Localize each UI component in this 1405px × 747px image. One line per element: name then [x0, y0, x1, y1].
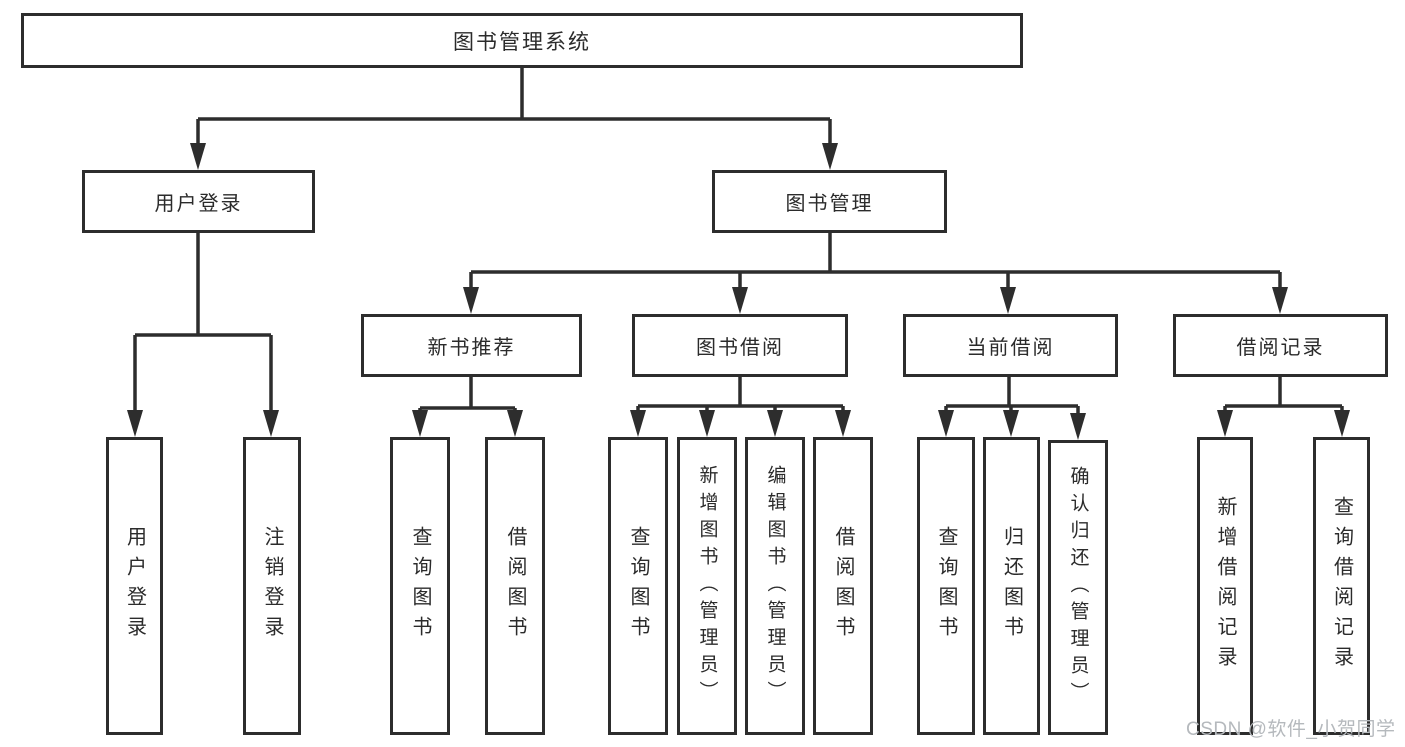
node-label: 借阅图书: [832, 526, 854, 646]
node-label: 查询借阅记录: [1330, 496, 1353, 676]
node-user-login: 用户登录: [82, 170, 315, 233]
leaf-logout: 注销登录: [243, 437, 301, 735]
node-book-management: 图书管理: [712, 170, 947, 233]
node-label: 查询图书: [935, 526, 957, 646]
arrow-down-icon: [507, 410, 523, 437]
arrow-down-icon: [1334, 410, 1350, 437]
node-label: 用户登录: [154, 193, 243, 215]
node-borrowing-records: 借阅记录: [1173, 314, 1388, 377]
node-label: 借阅记录: [1236, 337, 1325, 359]
arrow-down-icon: [835, 410, 851, 437]
arrow-down-icon: [127, 410, 143, 437]
arrow-down-icon: [630, 410, 646, 437]
leaf-query-borrow-record: 查询借阅记录: [1313, 437, 1370, 735]
node-label: 注销登录: [261, 526, 283, 646]
arrow-down-icon: [732, 287, 748, 314]
node-label: 图书管理系统: [453, 30, 591, 54]
node-library-management-system: 图书管理系统: [21, 13, 1023, 68]
node-label: 当前借阅: [966, 337, 1055, 359]
node-new-book-recommend: 新书推荐: [361, 314, 582, 377]
arrow-down-icon: [263, 410, 279, 437]
arrow-down-icon: [190, 143, 206, 170]
leaf-edit-books-admin: 编辑图书（管理员）: [745, 437, 805, 735]
arrow-down-icon: [938, 410, 954, 437]
leaf-borrow-books-2: 借阅图书: [813, 437, 873, 735]
node-label: 查询图书: [409, 526, 431, 646]
leaf-confirm-return-admin: 确认归还（管理员）: [1048, 440, 1108, 735]
node-label: 查询图书: [627, 526, 649, 646]
leaf-borrow-books-1: 借阅图书: [485, 437, 545, 735]
arrow-down-icon: [463, 287, 479, 314]
node-label: 新增图书（管理员）: [696, 464, 718, 708]
arrow-down-icon: [767, 410, 783, 437]
leaf-add-books-admin: 新增图书（管理员）: [677, 437, 737, 735]
leaf-query-books-3: 查询图书: [917, 437, 975, 735]
leaf-query-books-1: 查询图书: [390, 437, 450, 735]
leaf-user-login: 用户登录: [106, 437, 163, 735]
arrow-down-icon: [412, 410, 428, 437]
node-label: 归还图书: [1000, 526, 1023, 646]
leaf-query-books-2: 查询图书: [608, 437, 668, 735]
leaf-return-books: 归还图书: [983, 437, 1040, 735]
node-label: 借阅图书: [504, 526, 526, 646]
arrow-down-icon: [1070, 413, 1086, 440]
arrow-down-icon: [1000, 287, 1016, 314]
node-label: 用户登录: [123, 526, 146, 646]
node-label: 新书推荐: [427, 337, 516, 359]
arrow-down-icon: [1272, 287, 1288, 314]
arrow-down-icon: [699, 410, 715, 437]
arrow-down-icon: [822, 143, 838, 170]
node-current-borrowing: 当前借阅: [903, 314, 1118, 377]
node-book-borrowing: 图书借阅: [632, 314, 848, 377]
node-label: 图书借阅: [696, 337, 784, 359]
node-label: 新增借阅记录: [1214, 496, 1236, 676]
arrow-down-icon: [1217, 410, 1233, 437]
leaf-add-borrow-record: 新增借阅记录: [1197, 437, 1253, 735]
node-label: 确认归还（管理员）: [1067, 466, 1089, 709]
arrow-down-icon: [1003, 410, 1019, 437]
node-label: 图书管理: [785, 193, 874, 215]
csdn-watermark: CSDN @软件_小贺同学: [1186, 719, 1396, 740]
node-label: 编辑图书（管理员）: [764, 464, 786, 708]
